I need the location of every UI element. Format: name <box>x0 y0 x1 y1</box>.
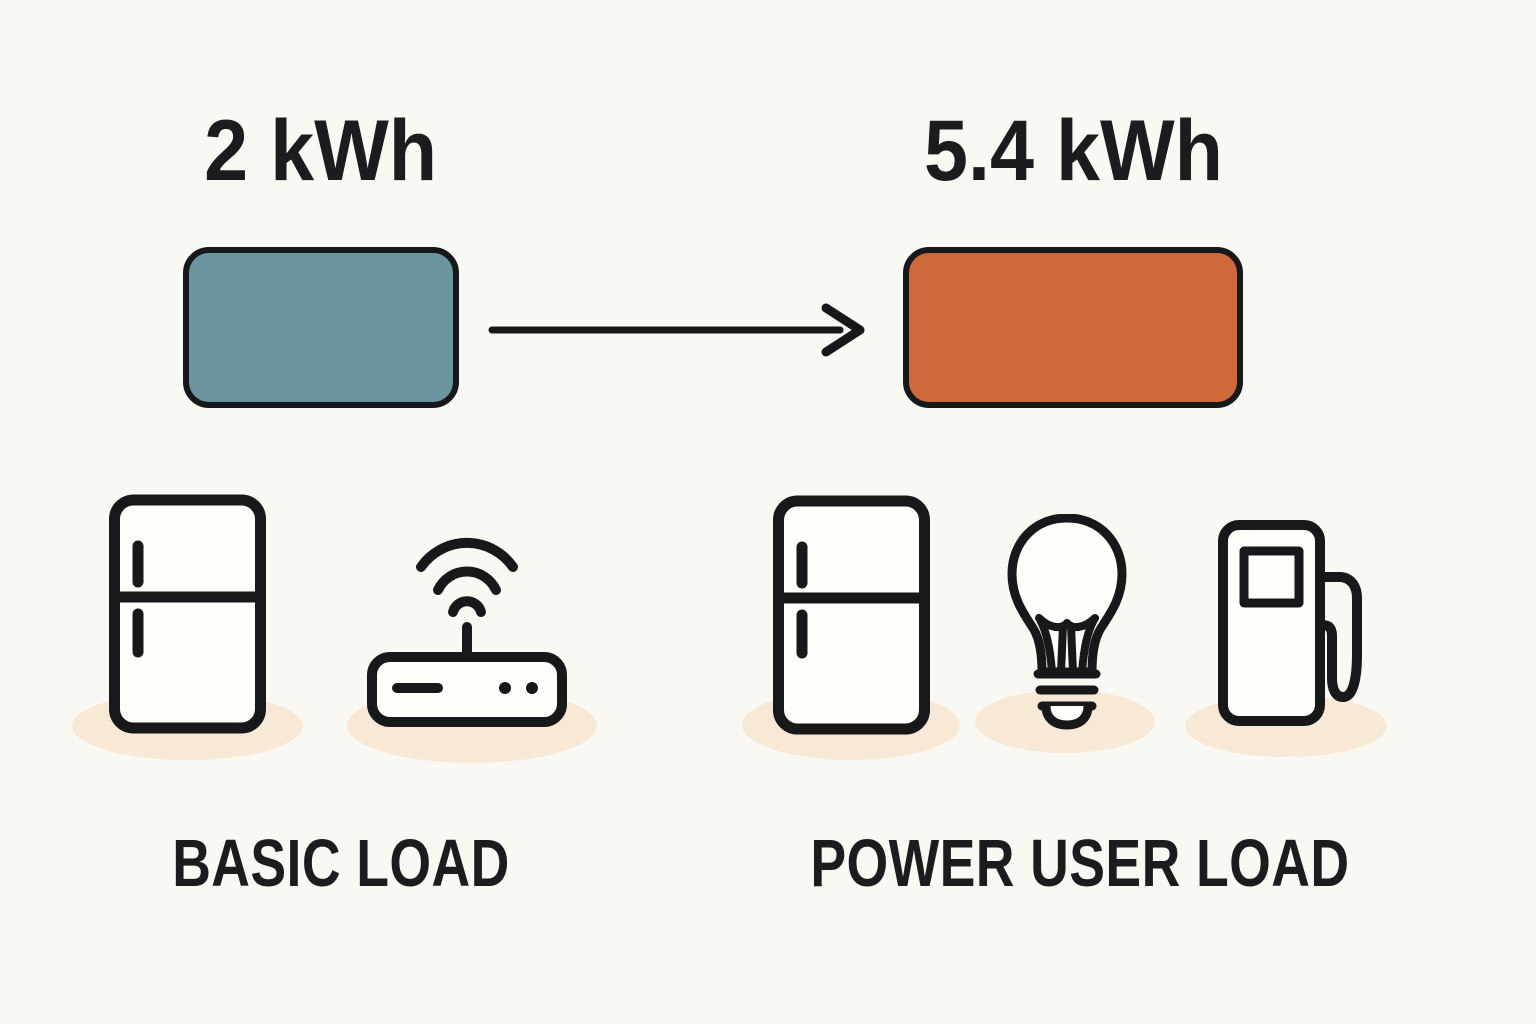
arrow-right-icon <box>488 303 865 357</box>
fridge-icon <box>773 495 930 735</box>
wifi-router-icon <box>367 537 567 727</box>
basic-load-value: 2 kWh <box>204 103 438 199</box>
power-load-box <box>903 247 1243 408</box>
power-load-caption: POWER USER LOAD <box>810 826 1350 901</box>
lightbulb-icon <box>1007 514 1127 730</box>
basic-load-box <box>183 247 459 408</box>
power-load-value: 5.4 kWh <box>923 103 1223 199</box>
ev-charger-icon <box>1218 520 1362 726</box>
basic-load-caption: BASIC LOAD <box>172 826 510 901</box>
fridge-icon <box>109 494 266 734</box>
